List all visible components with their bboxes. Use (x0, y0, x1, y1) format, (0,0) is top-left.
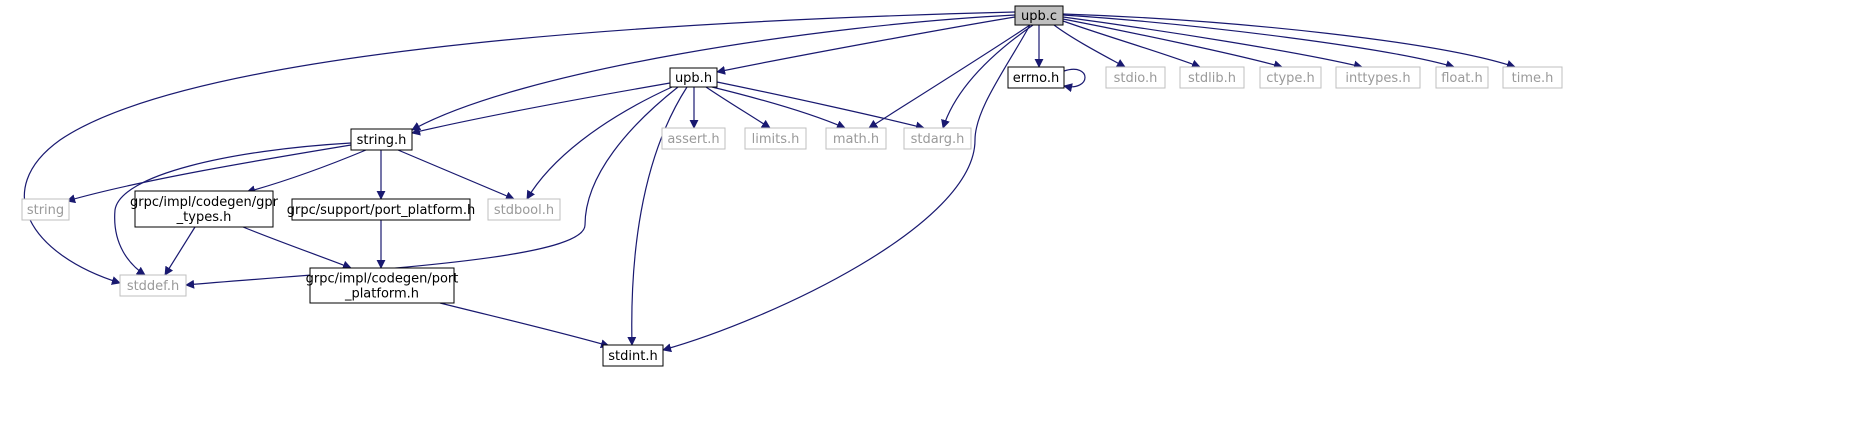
node-label: ctype.h (1266, 71, 1315, 86)
node-stdarg-h: stdarg.h (903, 127, 972, 150)
edge-upb-c-to-stdio-h (1053, 24, 1126, 68)
node-limits-h: limits.h (744, 127, 807, 150)
node-box (1014, 5, 1064, 26)
node-codegen-port-platform-h[interactable]: grpc/impl/codegen/port_platform.h (306, 267, 459, 304)
node-label: upb.c (1021, 9, 1057, 24)
node-string: string (21, 198, 70, 221)
node-stdbool-h: stdbool.h (487, 198, 561, 221)
node-inttypes-h: inttypes.h (1335, 66, 1421, 89)
node-box (1259, 66, 1322, 89)
node-time-h: time.h (1502, 66, 1563, 89)
node-box (1435, 66, 1489, 89)
node-errno-h[interactable]: errno.h (1007, 66, 1065, 89)
node-label: stdint.h (608, 349, 657, 364)
edge-upb-c-to-stdarg-h (941, 24, 1034, 129)
edge-string-h-to-stdbool-h (397, 149, 515, 201)
edge-string-h-to-gpr-types-h (246, 149, 367, 195)
edge-upb-h-to-limits-h (705, 86, 771, 129)
node-label: _types.h (176, 210, 232, 225)
node-box (1007, 66, 1065, 89)
node-box (1105, 66, 1166, 89)
node-box (669, 67, 718, 88)
node-label: string (27, 203, 64, 218)
edge-upb-h-to-string-h (411, 82, 671, 136)
node-box (21, 198, 70, 221)
edge-upb-h-to-stdint-h (627, 86, 688, 346)
node-stdlib-h: stdlib.h (1179, 66, 1245, 89)
node-box (350, 128, 413, 151)
edge-upb-h-to-stdarg-h (716, 81, 925, 131)
node-box (1502, 66, 1563, 89)
edge-codegen-port-platform-h-to-stdint-h (439, 302, 610, 349)
node-label: stddef.h (127, 279, 179, 294)
edge-upb-c-to-ctype-h (1062, 18, 1283, 70)
edge-string-h-to-stddef-h (114, 142, 352, 276)
edge-upb-c-to-stddef-h (23, 11, 1016, 285)
node-support-port-platform-h[interactable]: grpc/support/port_platform.h (287, 198, 475, 221)
node-label: stdbool.h (494, 203, 554, 218)
node-box (134, 190, 274, 228)
edge-string-h-to-string (66, 144, 352, 204)
node-box (661, 127, 726, 150)
node-upb-h[interactable]: upb.h (669, 67, 718, 88)
node-label: stdarg.h (911, 132, 965, 147)
edge-upb-c-to-time-h (1062, 13, 1516, 69)
node-label: limits.h (752, 132, 800, 147)
node-stdio-h: stdio.h (1105, 66, 1166, 89)
node-stddef-h: stddef.h (119, 274, 187, 297)
node-label: upb.h (675, 71, 712, 86)
node-stdint-h[interactable]: stdint.h (602, 344, 664, 367)
node-string-h[interactable]: string.h (350, 128, 413, 151)
node-box (825, 127, 887, 150)
node-ctype-h: ctype.h (1259, 66, 1322, 89)
node-label: inttypes.h (1345, 71, 1410, 86)
node-box (903, 127, 972, 150)
node-assert-h: assert.h (661, 127, 726, 150)
edge-gpr-types-h-to-codegen-port-platform-h (242, 226, 352, 270)
node-label: math.h (833, 132, 879, 147)
node-label: errno.h (1013, 71, 1060, 86)
node-label: grpc/support/port_platform.h (287, 203, 475, 218)
edge-upb-c-to-float-h (1062, 14, 1455, 70)
edge-gpr-types-h-to-stddef-h (164, 226, 196, 276)
node-box (744, 127, 807, 150)
edge-upb-c-to-upb-h (716, 16, 1016, 75)
node-float-h: float.h (1435, 66, 1489, 89)
nodes-layer: upb.c upb.h errno.h stdio.h stdlib.h ctype.h i… (21, 5, 1563, 367)
edge-upb-c-to-stdlib-h (1062, 20, 1201, 69)
node-label: stdio.h (1114, 71, 1158, 86)
node-label: assert.h (667, 132, 719, 147)
edge-upb-c-to-inttypes-h (1062, 16, 1363, 70)
edge-upb-c-to-string-h (411, 14, 1016, 131)
edges-layer (23, 11, 1516, 353)
node-label: grpc/impl/codegen/gpr (130, 195, 279, 210)
node-label: float.h (1441, 71, 1483, 86)
node-box (309, 267, 455, 304)
edge-upb-h-to-stdbool-h (526, 86, 673, 200)
node-label: time.h (1512, 71, 1554, 86)
node-label: grpc/impl/codegen/port (306, 272, 459, 287)
edge-errno-h-to-errno-h (1063, 68, 1086, 93)
node-label: stdlib.h (1188, 71, 1236, 86)
node-box (602, 344, 664, 367)
node-label: _platform.h (344, 287, 419, 302)
node-box (487, 198, 561, 221)
edge-upb-c-to-stdint-h (662, 24, 1031, 353)
node-gpr-types-h[interactable]: grpc/impl/codegen/gpr_types.h (130, 190, 279, 228)
node-label: string.h (357, 133, 407, 148)
node-box (119, 274, 187, 297)
edge-upb-h-to-math-h (711, 86, 846, 129)
node-box (1179, 66, 1245, 89)
node-box (1335, 66, 1421, 89)
node-upb-c[interactable]: upb.c (1014, 5, 1064, 26)
node-math-h: math.h (825, 127, 887, 150)
node-box (291, 198, 471, 221)
edge-upb-h-to-stddef-h (185, 86, 679, 289)
